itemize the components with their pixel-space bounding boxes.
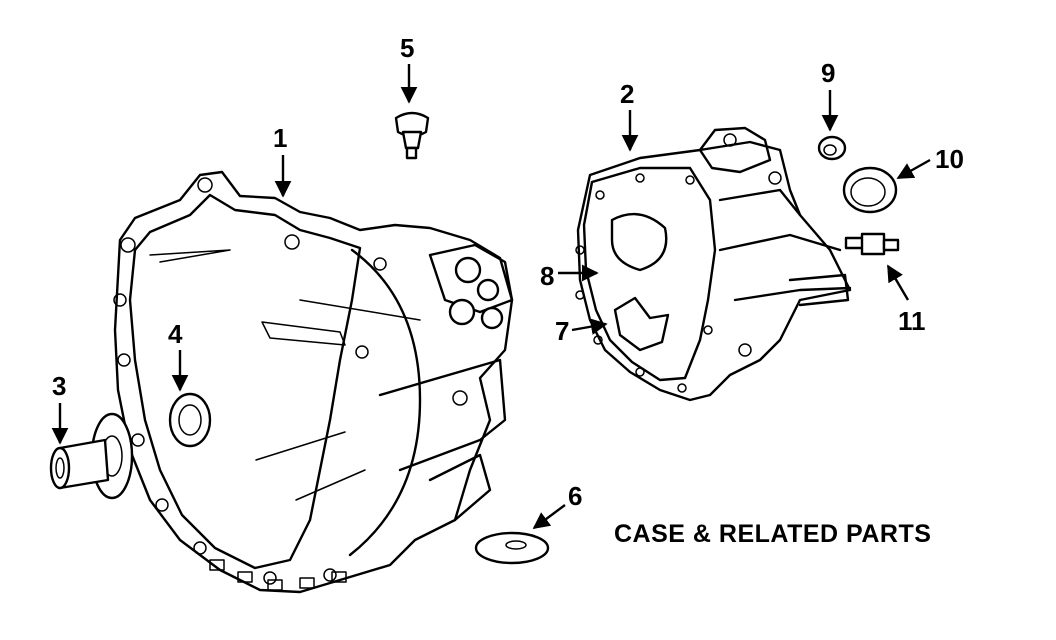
- callout-10: 10: [935, 144, 964, 174]
- callout-4: 4: [168, 319, 183, 349]
- callout-1: 1: [273, 123, 287, 153]
- leader-arrows: [51, 64, 931, 530]
- switch-part-11: [844, 232, 900, 256]
- seal-part-10: [842, 166, 898, 214]
- seal-part-4: [168, 392, 212, 448]
- transmission-case-part-2: [575, 126, 852, 402]
- callout-9: 9: [821, 58, 835, 88]
- washer-part-6: [474, 531, 550, 565]
- bearing-retainer-part-3: [49, 412, 134, 500]
- bushing-part-9: [817, 135, 847, 161]
- callout-2: 2: [620, 79, 634, 109]
- callout-5: 5: [400, 33, 414, 63]
- callout-7: 7: [555, 316, 569, 346]
- callout-8: 8: [540, 261, 554, 291]
- callout-6: 6: [568, 481, 582, 511]
- breather-part-5: [394, 111, 430, 160]
- clutch-housing-part-1: [113, 170, 514, 594]
- callout-3: 3: [52, 371, 66, 401]
- diagram-caption: CASE & RELATED PARTS: [614, 520, 931, 548]
- callout-11: 11: [898, 306, 926, 336]
